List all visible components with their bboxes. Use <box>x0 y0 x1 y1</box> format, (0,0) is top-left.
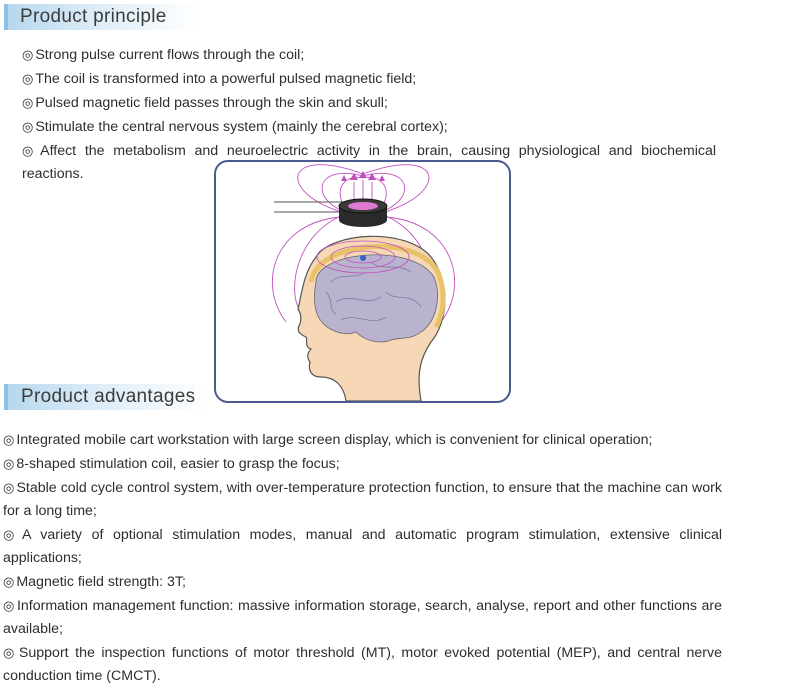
field-arrows <box>341 171 385 181</box>
induced-field-rings <box>316 240 410 274</box>
list-item: ◎Stable cold cycle control system, with … <box>3 480 722 519</box>
bullet-icon: ◎ <box>3 527 20 542</box>
advantages-heading: Product advantages <box>21 386 196 407</box>
bullet-icon: ◎ <box>22 143 39 158</box>
head-coil-diagram <box>271 164 456 401</box>
bullet-icon: ◎ <box>22 71 34 86</box>
bullet-icon: ◎ <box>3 645 17 660</box>
bullet-icon: ◎ <box>3 456 15 471</box>
list-item: ◎Support the inspection functions of mot… <box>3 645 723 684</box>
coil-wires <box>274 201 344 213</box>
principle-heading-bar <box>4 4 198 30</box>
bullet-icon: ◎ <box>22 95 34 110</box>
bullet-icon: ◎ <box>3 432 15 447</box>
brain-folds <box>325 261 422 321</box>
list-item: ◎The coil is transformed into a powerful… <box>22 71 417 87</box>
brain <box>314 254 438 343</box>
list-item: ◎Magnetic field strength: 3T; <box>3 574 186 590</box>
list-item: ◎Information management function: massiv… <box>3 598 722 637</box>
bullet-icon: ◎ <box>22 47 34 62</box>
advantages-heading-bar <box>4 384 208 410</box>
list-item: ◎Stimulate the central nervous system (m… <box>22 119 448 135</box>
bullet-icon: ◎ <box>3 480 15 495</box>
coil-icon <box>338 198 388 227</box>
bullet-icon: ◎ <box>22 119 34 134</box>
list-item: ◎Pulsed magnetic field passes through th… <box>22 95 388 111</box>
skull <box>308 244 446 329</box>
bullet-icon: ◎ <box>3 598 15 613</box>
tms-head-illustration <box>214 160 511 403</box>
list-item: ◎Integrated mobile cart workstation with… <box>3 432 653 448</box>
list-item: ◎Strong pulse current flows through the … <box>22 47 305 63</box>
principle-heading: Product principle <box>20 6 167 27</box>
bullet-icon: ◎ <box>3 574 15 589</box>
list-item: ◎Affect the metabolism and neuroelectric… <box>22 143 717 182</box>
advantages-list: ◎Integrated mobile cart workstation with… <box>3 428 722 688</box>
list-item: ◎8-shaped stimulation coil, easier to gr… <box>3 456 340 472</box>
stimulation-focus <box>360 255 366 261</box>
list-item: ◎A variety of optional stimulation modes… <box>3 527 723 566</box>
principle-list: ◎Strong pulse current flows through the … <box>22 43 716 186</box>
